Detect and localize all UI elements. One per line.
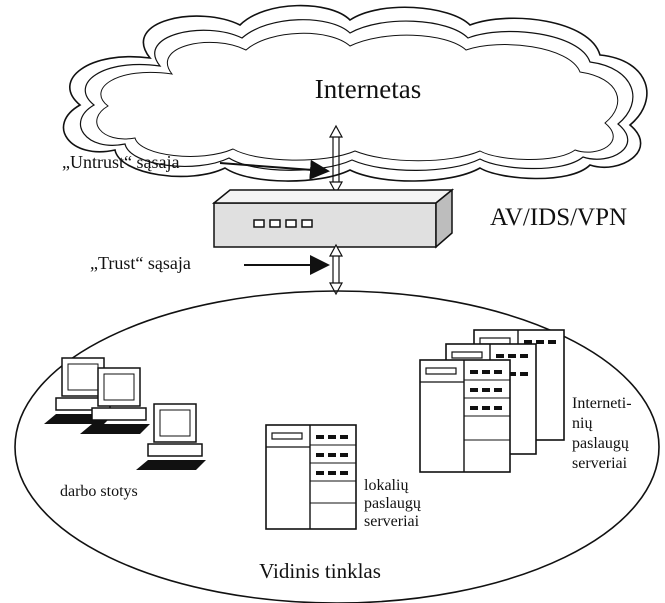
internal-network-label: Vidinis tinklas — [259, 559, 381, 583]
internet-label: Internetas — [315, 74, 421, 104]
trust-label: „Trust“ sąsaja — [90, 253, 191, 273]
untrust-arrow — [219, 159, 330, 180]
local-server-icon — [265, 424, 357, 530]
internet-servers-label-line4: serveriai — [572, 455, 628, 472]
firewall-device — [211, 188, 455, 249]
internal-network-boundary — [14, 290, 660, 603]
trust-connector — [328, 243, 344, 296]
device-label: AV/IDS/VPN — [490, 204, 627, 231]
internet-server-icon-front — [419, 359, 511, 473]
local-servers-label-line3: serveriai — [364, 513, 420, 530]
untrust-connector — [328, 124, 344, 195]
internet-cloud: Internetas — [62, 4, 648, 182]
local-servers-label-line1: lokalių — [364, 477, 409, 494]
workstation-icon-2 — [80, 367, 150, 434]
local-servers-label-line2: paslaugų — [364, 495, 422, 512]
device-led-indicators — [253, 219, 313, 228]
untrust-label: „Untrust“ sąsaja — [62, 152, 179, 172]
internet-servers-label-line3: paslaugų — [572, 435, 630, 452]
internet-servers-label-line2: nių — [572, 415, 593, 432]
workstations-label: darbo stotys — [60, 483, 138, 500]
internet-servers-label-line1: Interneti- — [572, 395, 632, 412]
workstation-icon-3 — [136, 403, 206, 470]
